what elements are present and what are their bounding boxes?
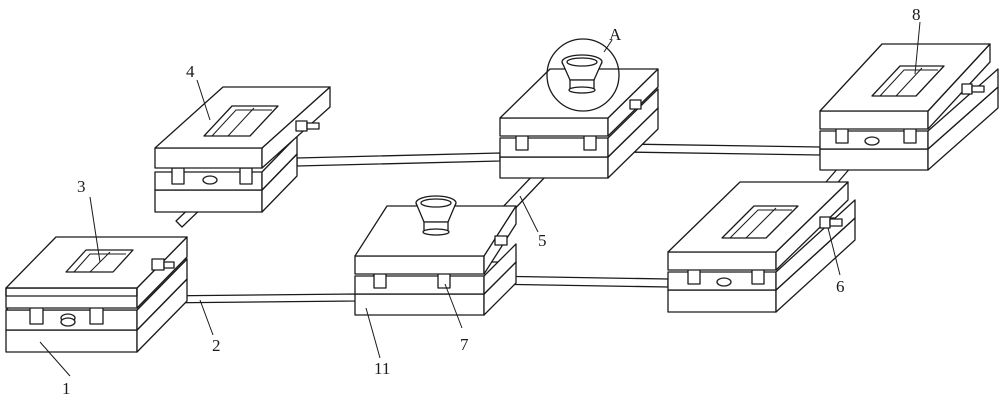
valve-6-left <box>151 258 175 271</box>
mold-unit-back-right <box>819 43 999 171</box>
rod-top-left-middle <box>296 152 501 167</box>
mold-unit-back-left <box>154 86 331 213</box>
guide-pillars <box>29 305 104 327</box>
upper-plate-top <box>5 287 138 297</box>
label-2: 2 <box>212 336 221 355</box>
label-4: 4 <box>186 62 195 81</box>
leader-lines <box>39 21 921 377</box>
cavity <box>203 105 279 137</box>
upper-plate <box>667 181 849 271</box>
label-1: 1 <box>62 379 71 398</box>
detail-circle-a <box>546 38 620 112</box>
valve <box>961 83 985 95</box>
label-11: 11 <box>374 359 390 378</box>
mold-unit-front-right <box>667 181 856 313</box>
valve <box>494 235 508 246</box>
mold-unit-front-left <box>5 236 188 353</box>
label-3: 3 <box>77 177 86 196</box>
label-a: A <box>609 25 622 44</box>
mold-unit-back-middle <box>499 38 659 179</box>
part-labels: 1 2 3 4 5 6 7 8 11 A <box>62 5 921 398</box>
valve <box>295 120 320 132</box>
label-5: 5 <box>538 231 547 250</box>
label-7: 7 <box>460 335 469 354</box>
upper-plate <box>819 43 991 130</box>
upper-plate <box>5 236 188 309</box>
label-6: 6 <box>836 277 845 296</box>
valve <box>629 99 642 110</box>
mold-unit-front-middle <box>354 195 517 316</box>
cavity <box>721 205 799 239</box>
valve-6 <box>819 216 843 229</box>
rod-top-middle-right <box>621 143 821 156</box>
cavity <box>871 65 945 97</box>
cup-product <box>415 195 457 236</box>
cup-product <box>561 54 603 94</box>
label-8: 8 <box>912 5 921 24</box>
